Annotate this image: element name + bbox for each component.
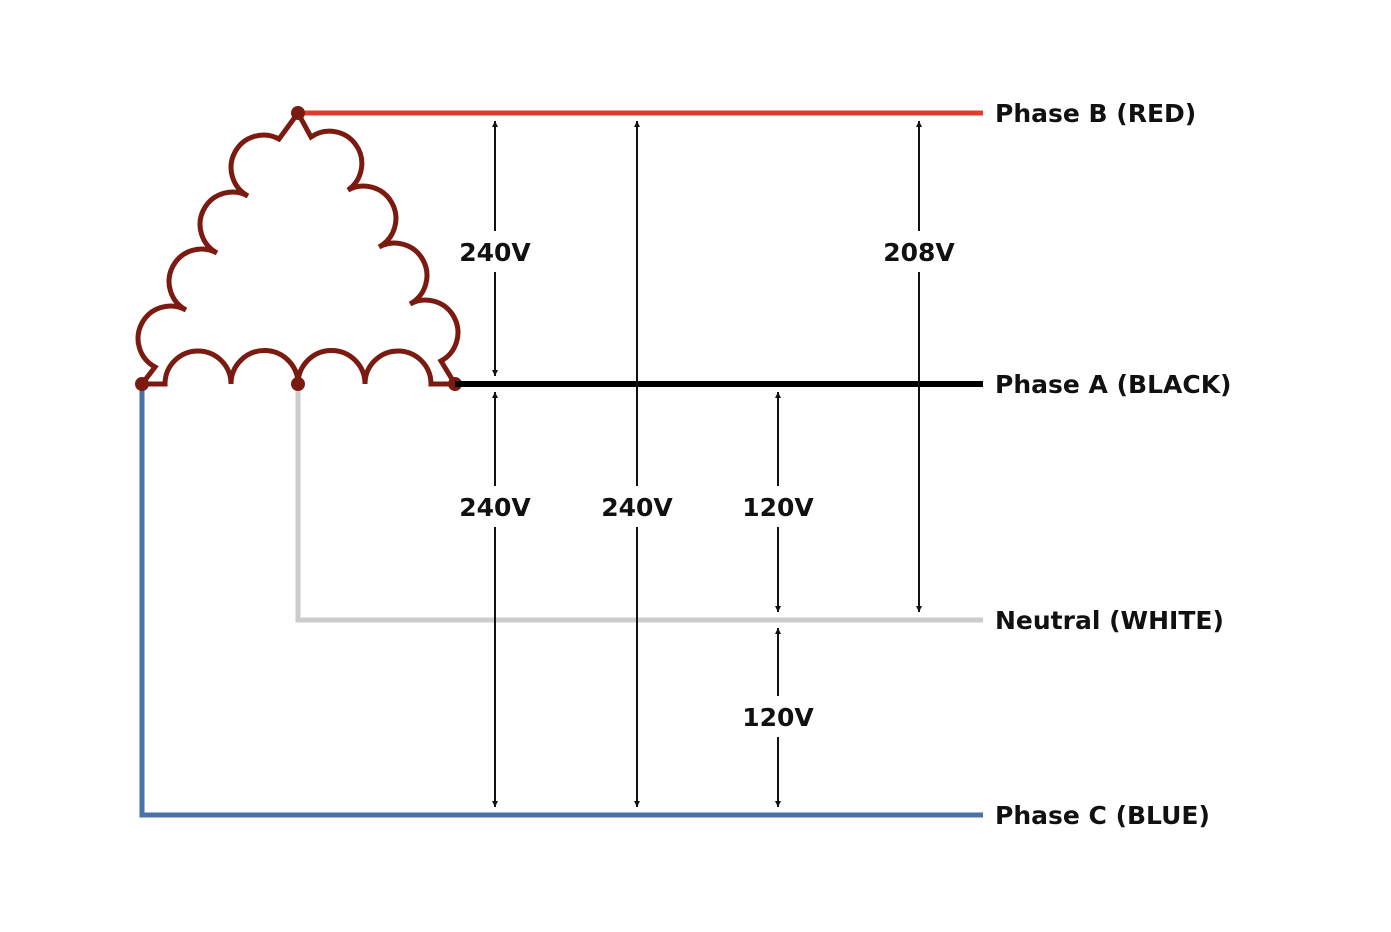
voltage-label-a-to-c: 240V	[459, 493, 531, 522]
voltage-label-b-to-a: 240V	[459, 238, 531, 267]
label-phase-b: Phase B (RED)	[995, 99, 1196, 128]
measurement-arrows	[492, 121, 922, 807]
voltage-label-n-to-c: 120V	[742, 703, 814, 732]
voltage-label-b-to-n: 208V	[883, 238, 955, 267]
voltage-label-b-to-c: 240V	[601, 493, 673, 522]
voltage-label-a-to-n: 120V	[742, 493, 814, 522]
label-neutral: Neutral (WHITE)	[995, 606, 1224, 635]
terminal-bottom-left	[135, 377, 149, 391]
terminal-top	[291, 106, 305, 120]
neutral-wire	[295, 384, 983, 623]
winding-right	[295, 111, 461, 386]
phase-c-wire	[139, 384, 983, 818]
transformer-winding	[135, 111, 461, 387]
label-phase-c: Phase C (BLUE)	[995, 801, 1210, 830]
terminal-center-tap	[291, 377, 305, 391]
label-phase-a: Phase A (BLACK)	[995, 370, 1232, 399]
winding-left	[135, 111, 301, 386]
